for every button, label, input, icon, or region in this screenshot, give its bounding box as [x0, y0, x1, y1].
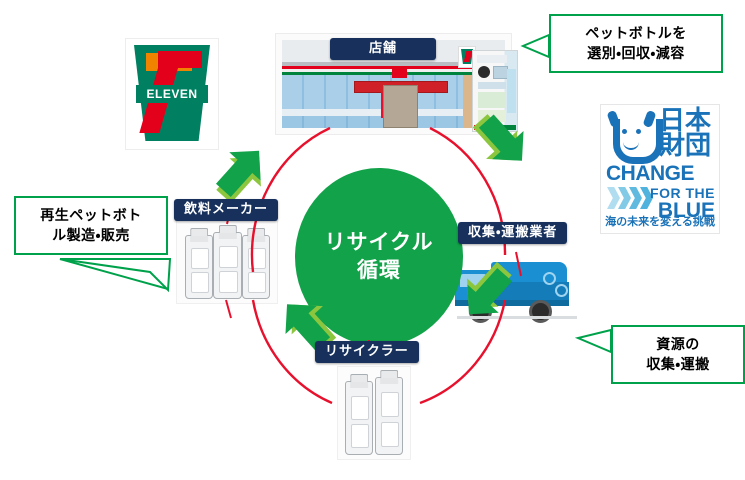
nippon-foundation-forthe: FOR THE	[650, 185, 715, 201]
machine-insert-hole	[478, 66, 490, 78]
nippon-foundation-logo: 日本 財団 CHANGE FOR THE BLUE 海の未来を変える挑戦	[600, 104, 720, 234]
leader-sort	[520, 33, 550, 59]
nippon-foundation-change: CHANGE	[606, 162, 695, 185]
pet-bottle-recycling-machine	[472, 50, 518, 132]
recycler-bottles-illustration	[337, 366, 411, 460]
callout-manufacture: 再生ペットボト ル製造・販売	[14, 196, 168, 255]
seven-eleven-logo: ELEVEN	[125, 38, 219, 150]
collection-truck-illustration	[455, 258, 577, 323]
beverage-bottles-illustration	[176, 220, 278, 304]
nippon-foundation-kanji: 日本 財団	[659, 106, 712, 161]
seven-eleven-wordmark: ELEVEN	[136, 85, 208, 103]
machine-screen	[493, 66, 508, 79]
leader-transport	[574, 328, 612, 354]
nippon-foundation-person-icon	[606, 109, 663, 164]
center-circle: リサイクル 循環	[295, 168, 463, 346]
badge-collector[interactable]: 収集・運搬業者	[458, 222, 568, 244]
nippon-foundation-blue: BLUE	[657, 199, 715, 222]
leader-manufacture	[59, 258, 172, 293]
callout-transport: 資源の 収集・運搬	[611, 325, 745, 384]
nippon-foundation-tagline: 海の未来を変える挑戦	[605, 216, 715, 228]
badge-recycler[interactable]: リサイクラー	[315, 341, 419, 363]
nippon-foundation-arrows-icon	[607, 185, 655, 211]
badge-maker[interactable]: 飲料メーカー	[174, 199, 279, 221]
center-label: リサイクル 循環	[324, 230, 434, 282]
store-seven-eleven-sign	[458, 46, 476, 68]
callout-sort: ペットボトルを 選別・回収・減容	[549, 14, 723, 73]
badge-store[interactable]: 店舗	[330, 38, 436, 60]
seven-eleven-numeral	[139, 51, 204, 133]
